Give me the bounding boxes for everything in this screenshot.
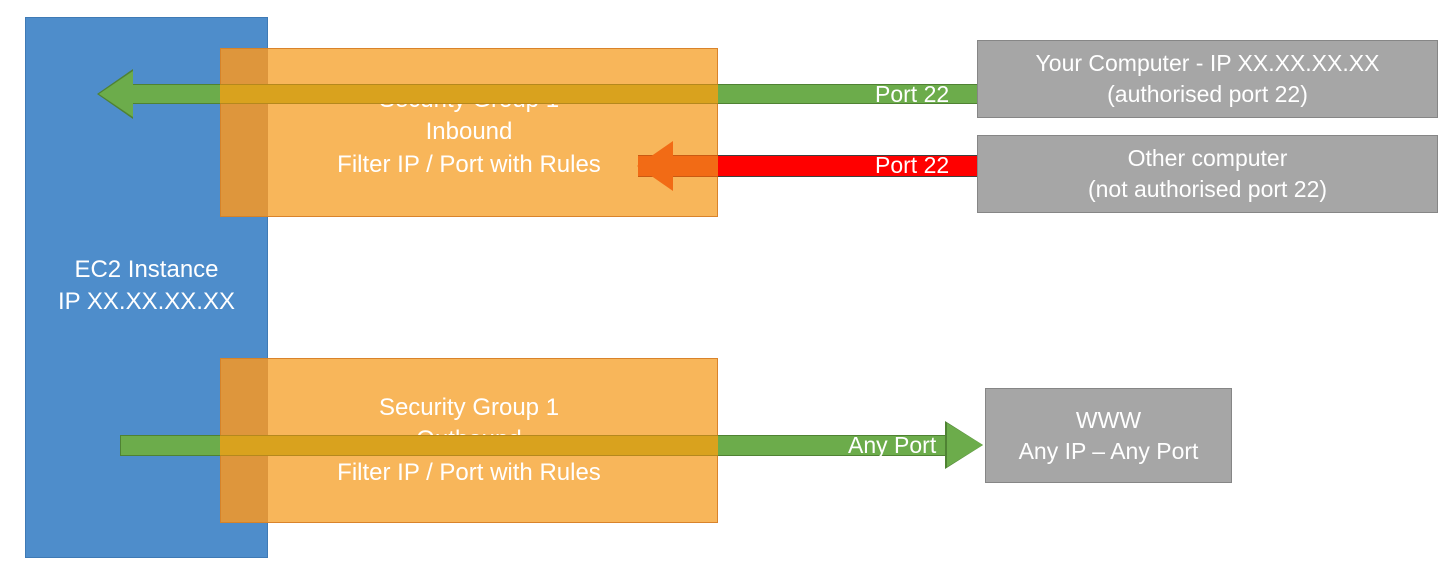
your-computer-title: Your Computer - IP XX.XX.XX.XX	[1035, 50, 1380, 77]
external-node-www: WWW Any IP – Any Port	[985, 388, 1232, 483]
www-title: WWW	[1075, 406, 1142, 433]
outbound-arrow-over-security-group	[220, 435, 718, 456]
ec2-instance-ip: IP XX.XX.XX.XX	[58, 287, 235, 315]
allowed-inbound-arrow-head-icon	[99, 71, 133, 117]
external-node-other-computer: Other computer (not authorised port 22)	[977, 135, 1438, 213]
outbound-port-label: Any Port	[848, 432, 937, 458]
sg-inbound-direction: Inbound	[425, 118, 513, 146]
allowed-inbound-port-label: Port 22	[875, 81, 950, 107]
allowed-inbound-arrow-over-security-group	[220, 84, 718, 104]
sg-outbound-rule: Filter IP / Port with Rules	[337, 458, 601, 486]
security-group-inbound-box: Security Group 1 Inbound Filter IP / Por…	[220, 48, 718, 217]
ec2-instance-name: EC2 Instance	[74, 256, 219, 283]
your-computer-subtitle: (authorised port 22)	[1107, 81, 1308, 107]
ec2-instance-label-group: EC2 Instance IP XX.XX.XX.XX	[58, 254, 235, 317]
other-computer-subtitle: (not authorised port 22)	[1087, 176, 1328, 202]
blocked-inbound-port-label: Port 22	[875, 152, 950, 178]
sg-inbound-rule: Filter IP / Port with Rules	[337, 150, 601, 178]
blocked-inbound-arrow-head-icon	[637, 141, 673, 191]
outbound-arrow-head-icon	[947, 423, 983, 467]
external-node-your-computer: Your Computer - IP XX.XX.XX.XX (authoris…	[977, 40, 1438, 118]
other-computer-title: Other computer	[1127, 145, 1288, 172]
www-subtitle: Any IP – Any Port	[1018, 437, 1199, 464]
sg-outbound-title: Security Group 1	[378, 394, 560, 422]
blocked-inbound-arrow-shaft	[718, 155, 978, 177]
